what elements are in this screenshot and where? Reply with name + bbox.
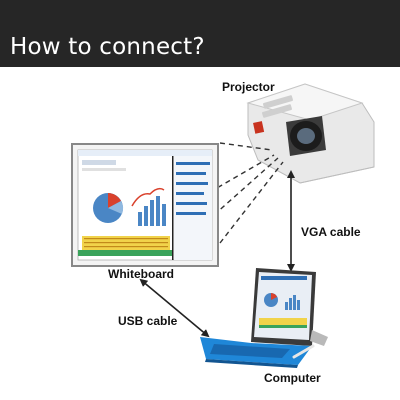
page-title: How to connect? [10, 34, 205, 60]
usb-cable-arrow [139, 278, 210, 338]
projector-icon [246, 83, 375, 184]
usb-cable-label: USB cable [118, 314, 178, 328]
stylus-icon [292, 344, 315, 359]
projector-label: Projector [222, 80, 275, 94]
laptop-icon [200, 268, 328, 368]
whiteboard-label: Whiteboard [108, 267, 174, 281]
computer-label: Computer [264, 371, 321, 385]
whiteboard-icon [71, 143, 219, 267]
title-bar: How to connect? [0, 0, 400, 67]
projection-lines [209, 142, 284, 244]
vga-cable-label: VGA cable [301, 225, 361, 239]
